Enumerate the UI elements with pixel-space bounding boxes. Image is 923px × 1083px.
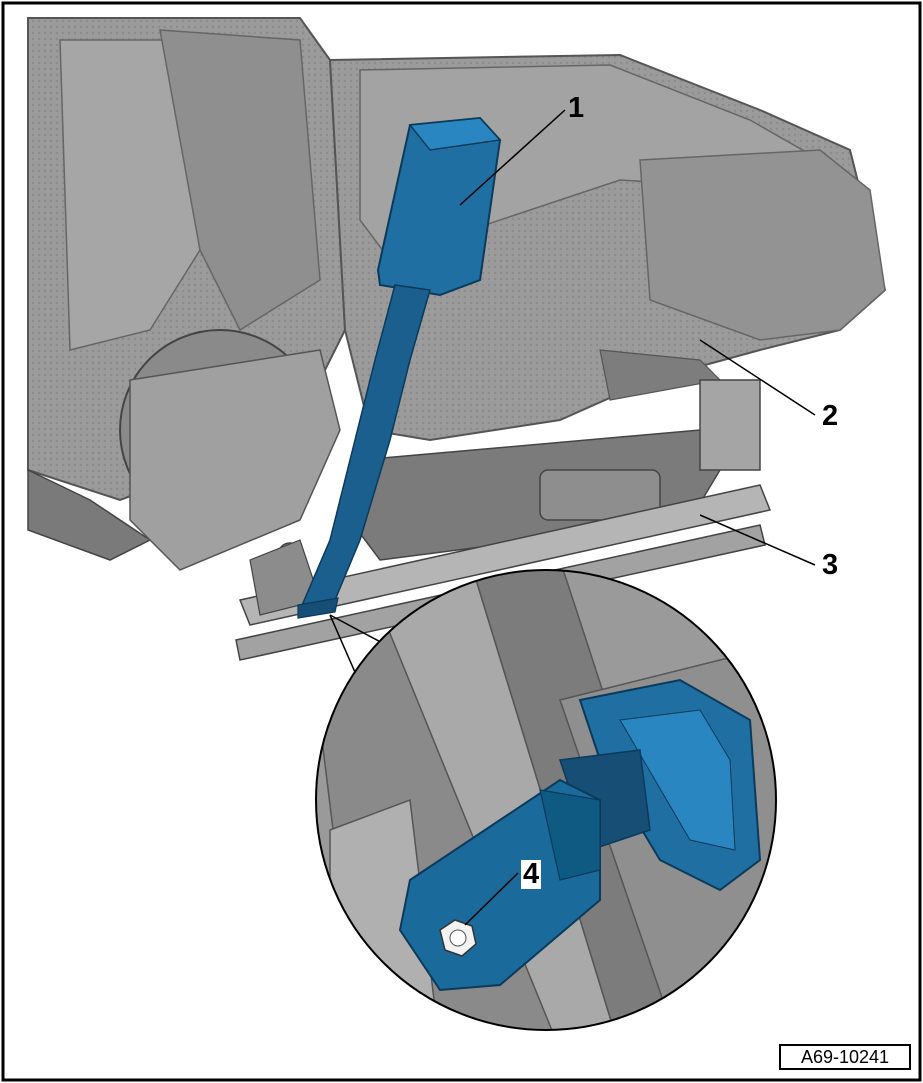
- seat-belt-buckle: [297, 116, 502, 619]
- callout-3: 3: [822, 549, 839, 581]
- figure-id: A69-10241: [779, 1044, 911, 1070]
- callout-4: 4: [521, 858, 542, 890]
- leader-line-2: [699, 339, 816, 416]
- bolt-icon: [439, 919, 477, 957]
- leader-line-1: [459, 109, 566, 206]
- seat-side-panel: [119, 329, 341, 571]
- callout-2: 2: [822, 400, 839, 432]
- leader-line-3: [699, 514, 816, 566]
- detail-magnifier: [315, 569, 777, 1031]
- leader-line-4: [464, 872, 519, 926]
- callout-1: 1: [568, 92, 585, 124]
